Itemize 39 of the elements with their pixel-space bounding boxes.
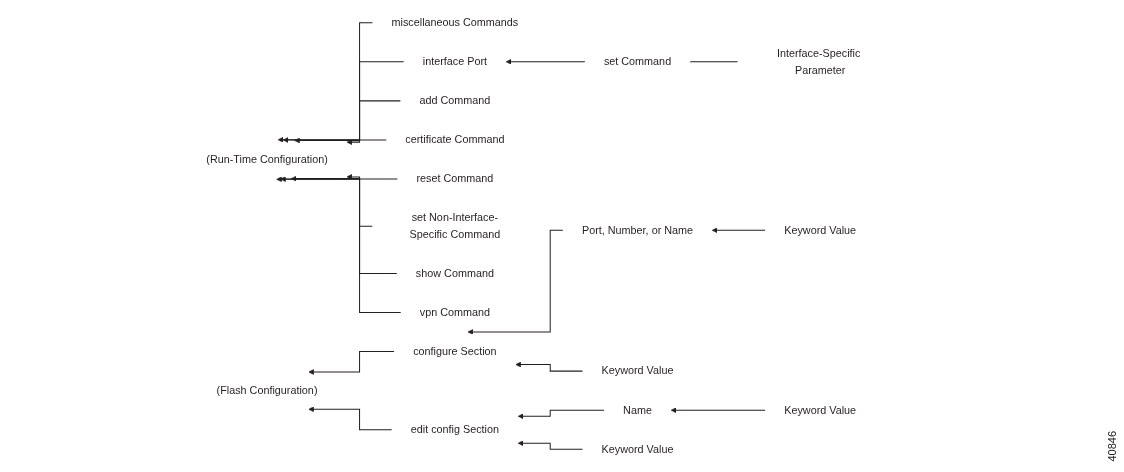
arrow — [515, 361, 584, 372]
node-text: Name — [623, 404, 652, 417]
arrow — [517, 409, 605, 420]
node-text: show Command — [415, 267, 494, 280]
node-text: (Run-Time Configuration) — [206, 153, 328, 166]
node-text: Keyword Value — [784, 404, 857, 417]
connector — [689, 61, 739, 63]
node-text: Interface-Specific Parameter — [776, 47, 861, 76]
arrow — [280, 176, 398, 274]
arrow — [290, 175, 373, 227]
node-text: Keyword Value — [784, 224, 857, 237]
arrow — [517, 440, 584, 450]
node-text: add Command — [419, 94, 491, 107]
arrow — [276, 176, 402, 313]
arrow — [711, 227, 766, 234]
arrow — [277, 22, 373, 143]
node-text: (Flash Configuration) — [216, 384, 318, 397]
node-text: configure Section — [413, 345, 497, 358]
node-text: set Command — [603, 55, 672, 68]
node-text: reset Command — [416, 172, 494, 185]
arrow — [467, 229, 564, 335]
arrow — [282, 61, 405, 143]
node-text: vpn Command — [419, 306, 491, 319]
arrow — [505, 59, 586, 65]
node-text: miscellaneous Commands — [391, 16, 519, 29]
arrow — [308, 406, 393, 431]
node-text: certificate Command — [405, 133, 505, 146]
node-text: Keyword Value — [601, 364, 674, 377]
arrow — [670, 407, 766, 413]
node-text: interface Port — [422, 55, 488, 68]
arrow — [346, 174, 398, 180]
arrow — [308, 351, 395, 375]
figure-number: 40846 — [1106, 431, 1118, 462]
arrow — [346, 139, 387, 145]
node-text: edit config Section — [410, 423, 500, 436]
arrow — [294, 100, 401, 144]
node-text: Port, Number, or Name — [581, 224, 694, 237]
node-text: Keyword Value — [601, 443, 674, 456]
node-text: set Non-Interface-Specific Command — [409, 211, 501, 241]
